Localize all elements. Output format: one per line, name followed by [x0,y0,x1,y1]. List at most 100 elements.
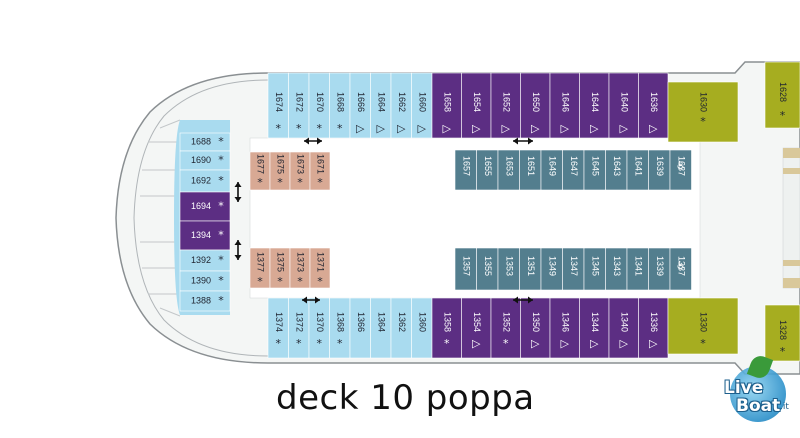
cabin-1350[interactable]: 1350▷ [520,297,551,359]
cabin-1375[interactable]: 1375* [269,247,291,289]
cabin-number: 1392 [191,255,211,265]
cabin-box [669,247,692,291]
cabin-1388[interactable]: 1388* [179,290,231,312]
cabin-1357[interactable]: 1357 [454,247,477,291]
cabin-1374[interactable]: 1374* [267,297,289,359]
cabin-1645[interactable]: 1645 [583,149,606,191]
cabin-1658[interactable]: 1658▷ [431,72,462,139]
cabin-1650[interactable]: 1650▷ [520,72,551,139]
cabin-1637[interactable]: 1637♿ [669,149,692,191]
cabin-1354[interactable]: 1354▷ [461,297,492,359]
cabin-1628[interactable]: 1628* [764,61,800,129]
liveboat-logo: Live Boat .it [716,353,800,438]
cabin-1346[interactable]: 1346▷ [549,297,580,359]
cabin-1643[interactable]: 1643 [605,149,628,191]
cabin-1377[interactable]: 1377* [249,247,271,289]
cabin-1355[interactable]: 1355 [476,247,499,291]
cabin-1360[interactable]: 1360 [411,297,433,359]
cabin-1675[interactable]: 1675* [269,151,291,191]
cabin-number: 1674 [274,92,284,112]
cabin-1345[interactable]: 1345 [583,247,606,291]
cabin-1372[interactable]: 1372* [288,297,310,359]
cabin-1668[interactable]: 1668* [329,72,351,139]
cabin-1394[interactable]: 1394* [179,220,231,251]
inner-hull-line [133,79,269,357]
cabin-1336[interactable]: 1336▷ [638,297,669,359]
cabin-symbol: * [296,122,302,135]
cabin-number: 1349 [547,256,557,276]
cabin-box [638,72,669,139]
cabin-1692[interactable]: 1692* [179,169,231,193]
cabin-1339[interactable]: 1339 [648,247,671,291]
cabin-1662[interactable]: 1662▷ [390,72,412,139]
cabin-1373[interactable]: 1373* [289,247,311,289]
cabin-1353[interactable]: 1353 [497,247,520,291]
cabin-1673[interactable]: 1673* [289,151,311,191]
cabin-1349[interactable]: 1349 [540,247,563,291]
cabin-1652[interactable]: 1652▷ [490,72,521,139]
cabin-1674[interactable]: 1674* [267,72,289,139]
cabin-1641[interactable]: 1641 [626,149,649,191]
cabin-1677[interactable]: 1677* [249,151,271,191]
cabin-1330[interactable]: 1330* [667,297,739,355]
cabin-symbol: * [218,154,224,167]
cabin-1639[interactable]: 1639 [648,149,671,191]
cabin-1660[interactable]: 1660▷ [411,72,433,139]
cabin-1347[interactable]: 1347 [562,247,585,291]
cabin-1670[interactable]: 1670* [308,72,330,139]
connect-arrow-icon [513,137,533,145]
cabin-1690[interactable]: 1690* [179,150,231,171]
cabin-1649[interactable]: 1649 [540,149,563,191]
cabin-number: 1337 [676,256,686,276]
cabin-1352[interactable]: 1352* [490,297,521,359]
cabin-box [461,297,492,359]
cabin-1337[interactable]: 1337♿ [669,247,692,291]
cabin-1370[interactable]: 1370* [308,297,330,359]
cabin-1366[interactable]: 1366 [349,297,371,359]
cabin-number: 1343 [612,256,622,276]
cabin-symbol: ♿ [676,259,686,272]
cabin-symbol: ▷ [531,337,540,350]
cabin-1392[interactable]: 1392* [179,249,231,272]
cabin-1371[interactable]: 1371* [309,247,331,289]
cabin-1694[interactable]: 1694* [179,191,231,222]
cabin-1655[interactable]: 1655 [476,149,499,191]
cabin-number: 1364 [376,312,386,332]
cabin-box [309,151,331,191]
cabin-1644[interactable]: 1644▷ [579,72,610,139]
cabin-1344[interactable]: 1344▷ [579,297,610,359]
cabin-1672[interactable]: 1672* [288,72,310,139]
cabin-1654[interactable]: 1654▷ [461,72,492,139]
cabin-1666[interactable]: 1666▷ [349,72,371,139]
cabin-1664[interactable]: 1664▷ [370,72,392,139]
cabin-box [309,247,331,289]
cabin-1351[interactable]: 1351 [519,247,542,291]
cabin-1364[interactable]: 1364 [370,297,392,359]
cabin-1653[interactable]: 1653 [497,149,520,191]
cabin-box [520,297,551,359]
cabin-1341[interactable]: 1341 [626,247,649,291]
cabin-number: 1354 [472,312,482,332]
cabin-1646[interactable]: 1646▷ [549,72,580,139]
cabin-1630[interactable]: 1630* [667,81,739,143]
cabin-1368[interactable]: 1368* [329,297,351,359]
cabin-1340[interactable]: 1340▷ [608,297,639,359]
cabin-symbol: ▷ [502,122,511,135]
cabin-1328[interactable]: 1328* [764,304,800,362]
cabin-1657[interactable]: 1657 [454,149,477,191]
cabin-number: 1657 [461,156,471,176]
cabin-number: 1653 [504,156,514,176]
cabin-1343[interactable]: 1343 [605,247,628,291]
cabin-1362[interactable]: 1362 [390,297,412,359]
connect-arrow-icon [302,296,320,304]
cabin-1688[interactable]: 1688* [179,132,231,152]
cabin-1647[interactable]: 1647 [562,149,585,191]
cabin-1636[interactable]: 1636▷ [638,72,669,139]
cabin-number: 1328 [778,320,788,340]
cabin-number: 1668 [335,92,345,112]
cabin-1651[interactable]: 1651 [519,149,542,191]
cabin-1640[interactable]: 1640▷ [608,72,639,139]
cabin-1358[interactable]: 1358* [431,297,462,359]
cabin-1671[interactable]: 1671* [309,151,331,191]
cabin-1390[interactable]: 1390* [179,270,231,292]
